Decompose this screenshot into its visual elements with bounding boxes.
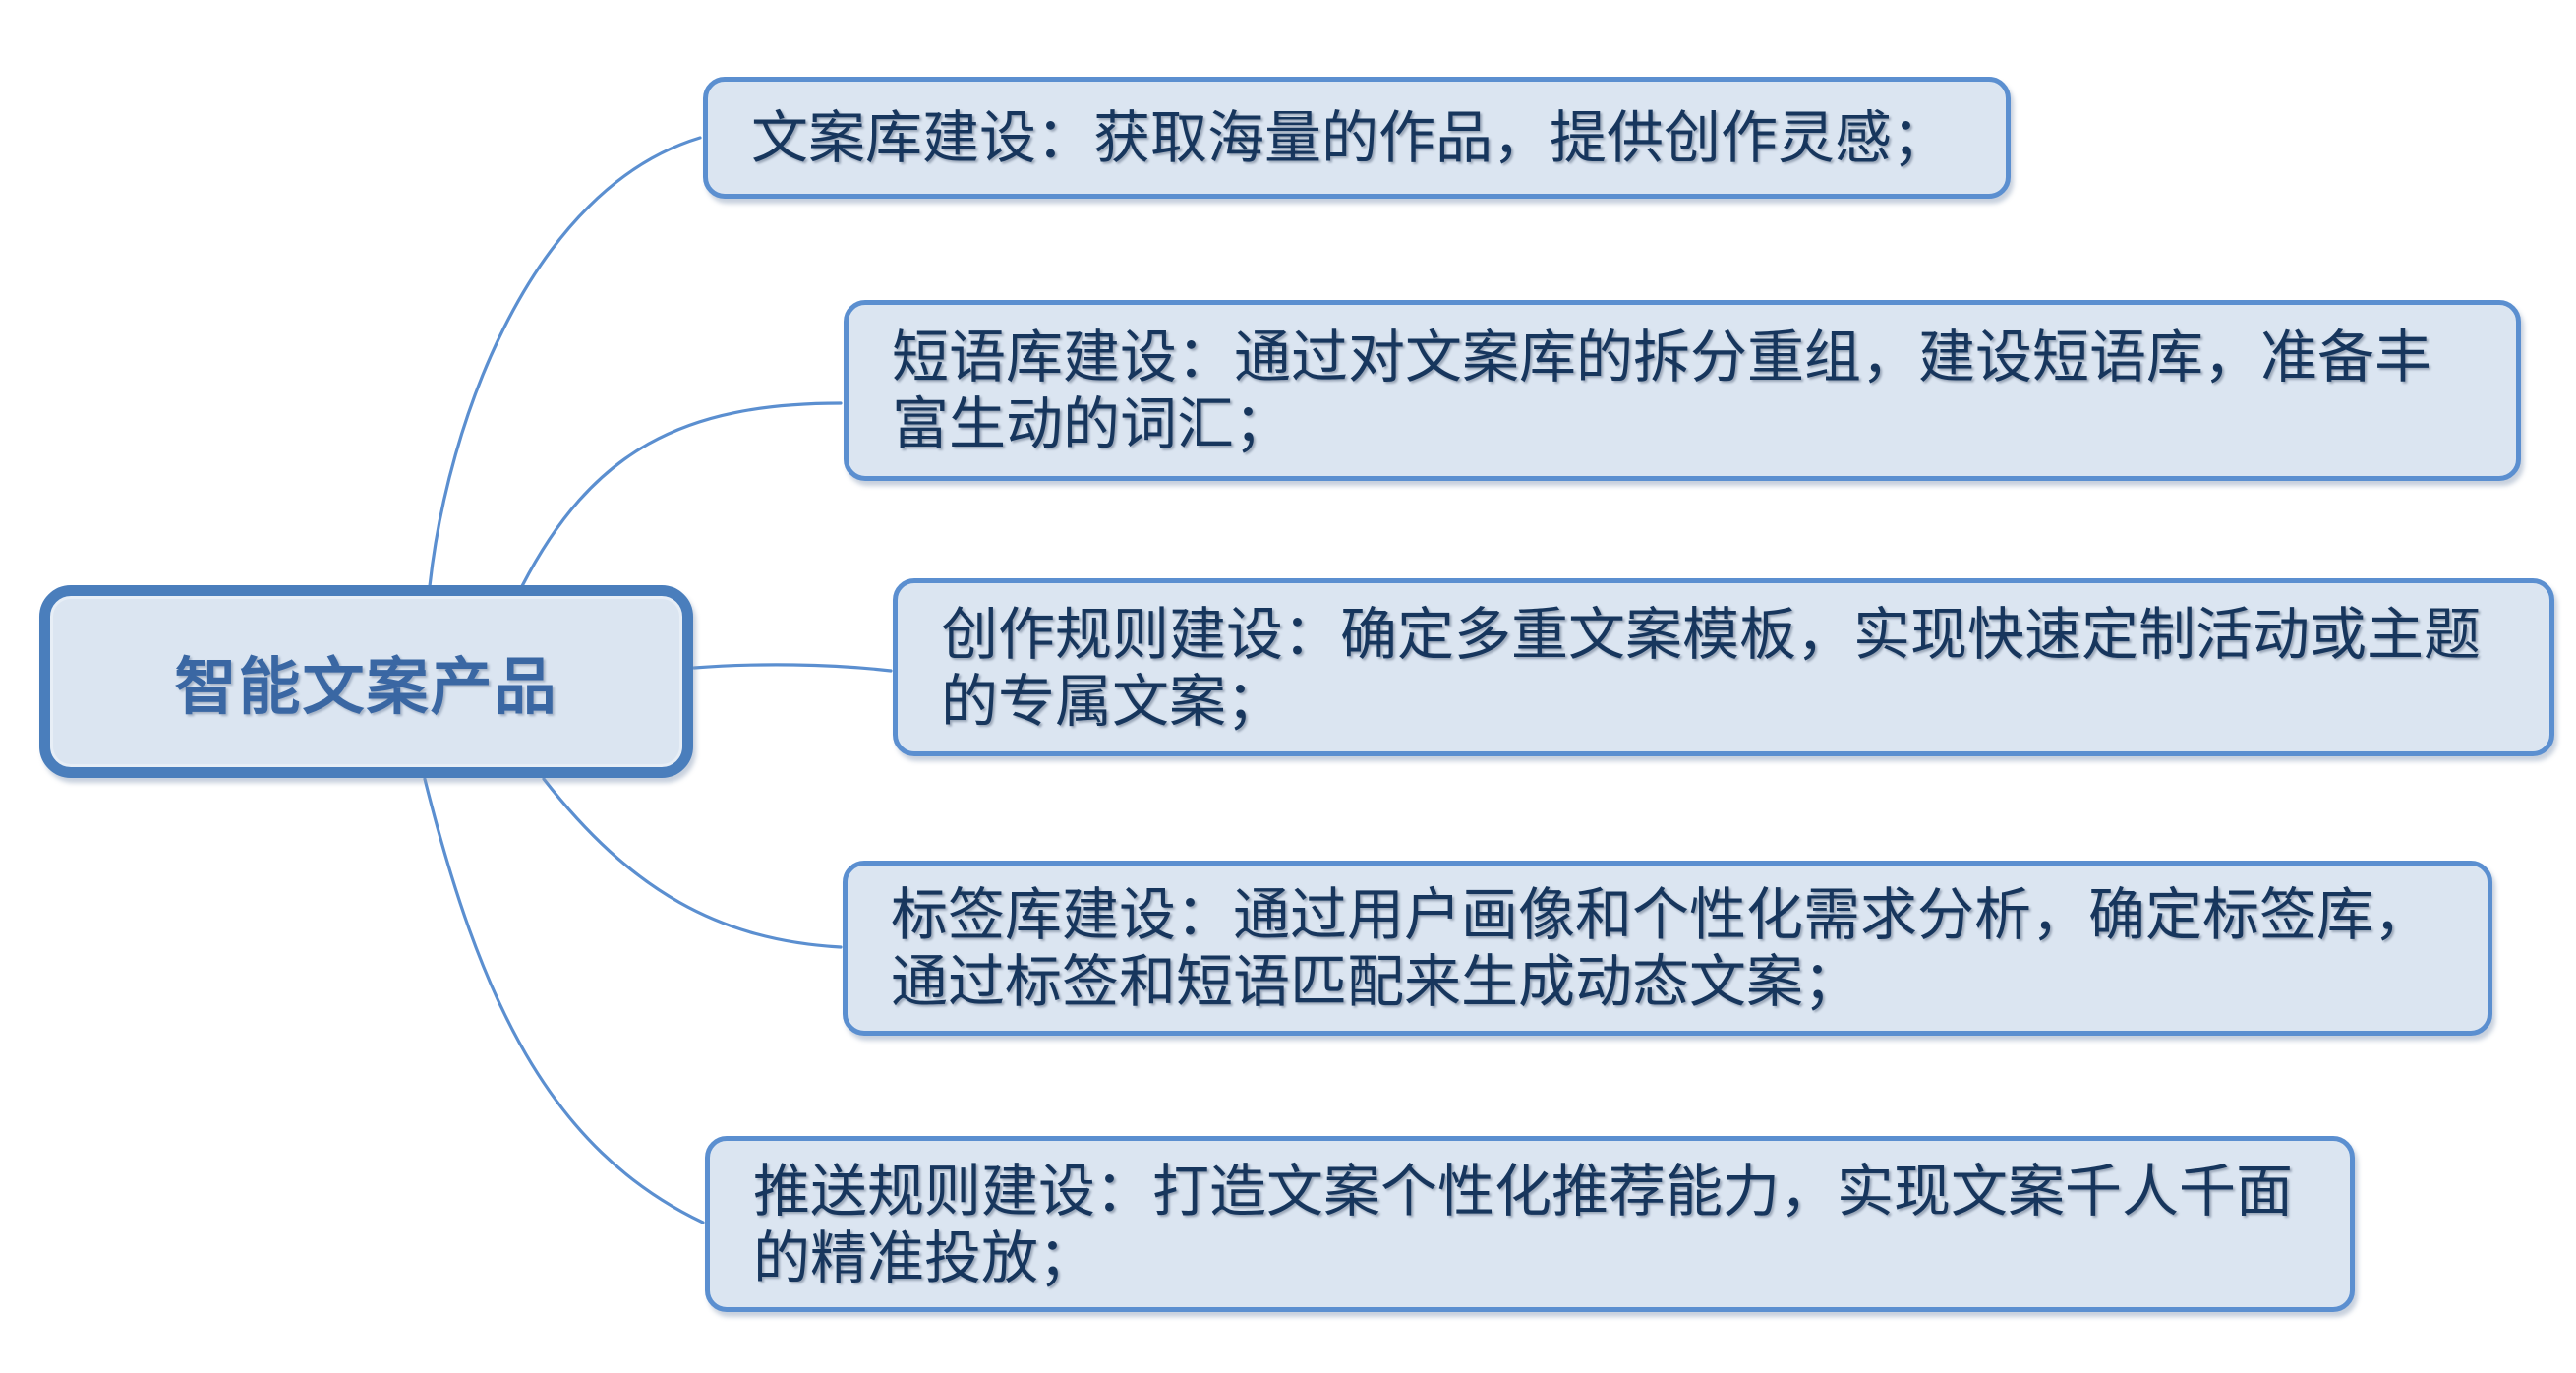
connector-root-to-phrase-library bbox=[520, 401, 843, 588]
branch-node-label: 短语库建设：通过对文案库的拆分重组，建设短语库，准备丰富生动的词汇； bbox=[892, 324, 2432, 457]
branch-node-creation-rules-construction[interactable]: 创作规则建设：确定多重文案模板，实现快速定制活动或主题的专属文案； bbox=[893, 578, 2554, 756]
branch-node-label: 创作规则建设：确定多重文案模板，实现快速定制活动或主题的专属文案； bbox=[941, 600, 2482, 735]
connector-root-to-creation-rules bbox=[692, 663, 893, 673]
root-node-label: 智能文案产品 bbox=[174, 650, 558, 723]
connector-root-to-copy-library bbox=[428, 136, 702, 588]
branch-node-label: 推送规则建设：打造文案个性化推荐能力，实现文案千人千面的精准投放； bbox=[753, 1157, 2294, 1291]
branch-node-label: 标签库建设：通过用户画像和个性化需求分析，确定标签库，通过标签和短语匹配来生成动… bbox=[891, 881, 2431, 1015]
branch-node-label: 文案库建设：获取海量的作品，提供创作灵感； bbox=[751, 104, 1950, 171]
branch-node-push-rules-construction[interactable]: 推送规则建设：打造文案个性化推荐能力，实现文案千人千面的精准投放； bbox=[705, 1136, 2355, 1312]
root-node-smart-copywriting-product[interactable]: 智能文案产品 bbox=[39, 585, 693, 778]
branch-node-phrase-library-construction[interactable]: 短语库建设：通过对文案库的拆分重组，建设短语库，准备丰富生动的词汇； bbox=[844, 300, 2521, 481]
connector-root-to-push-rules bbox=[423, 777, 705, 1224]
branch-node-copy-library-construction[interactable]: 文案库建设：获取海量的作品，提供创作灵感； bbox=[703, 77, 2011, 199]
connector-root-to-tag-library bbox=[542, 777, 843, 949]
branch-node-tag-library-construction[interactable]: 标签库建设：通过用户画像和个性化需求分析，确定标签库，通过标签和短语匹配来生成动… bbox=[843, 861, 2492, 1036]
